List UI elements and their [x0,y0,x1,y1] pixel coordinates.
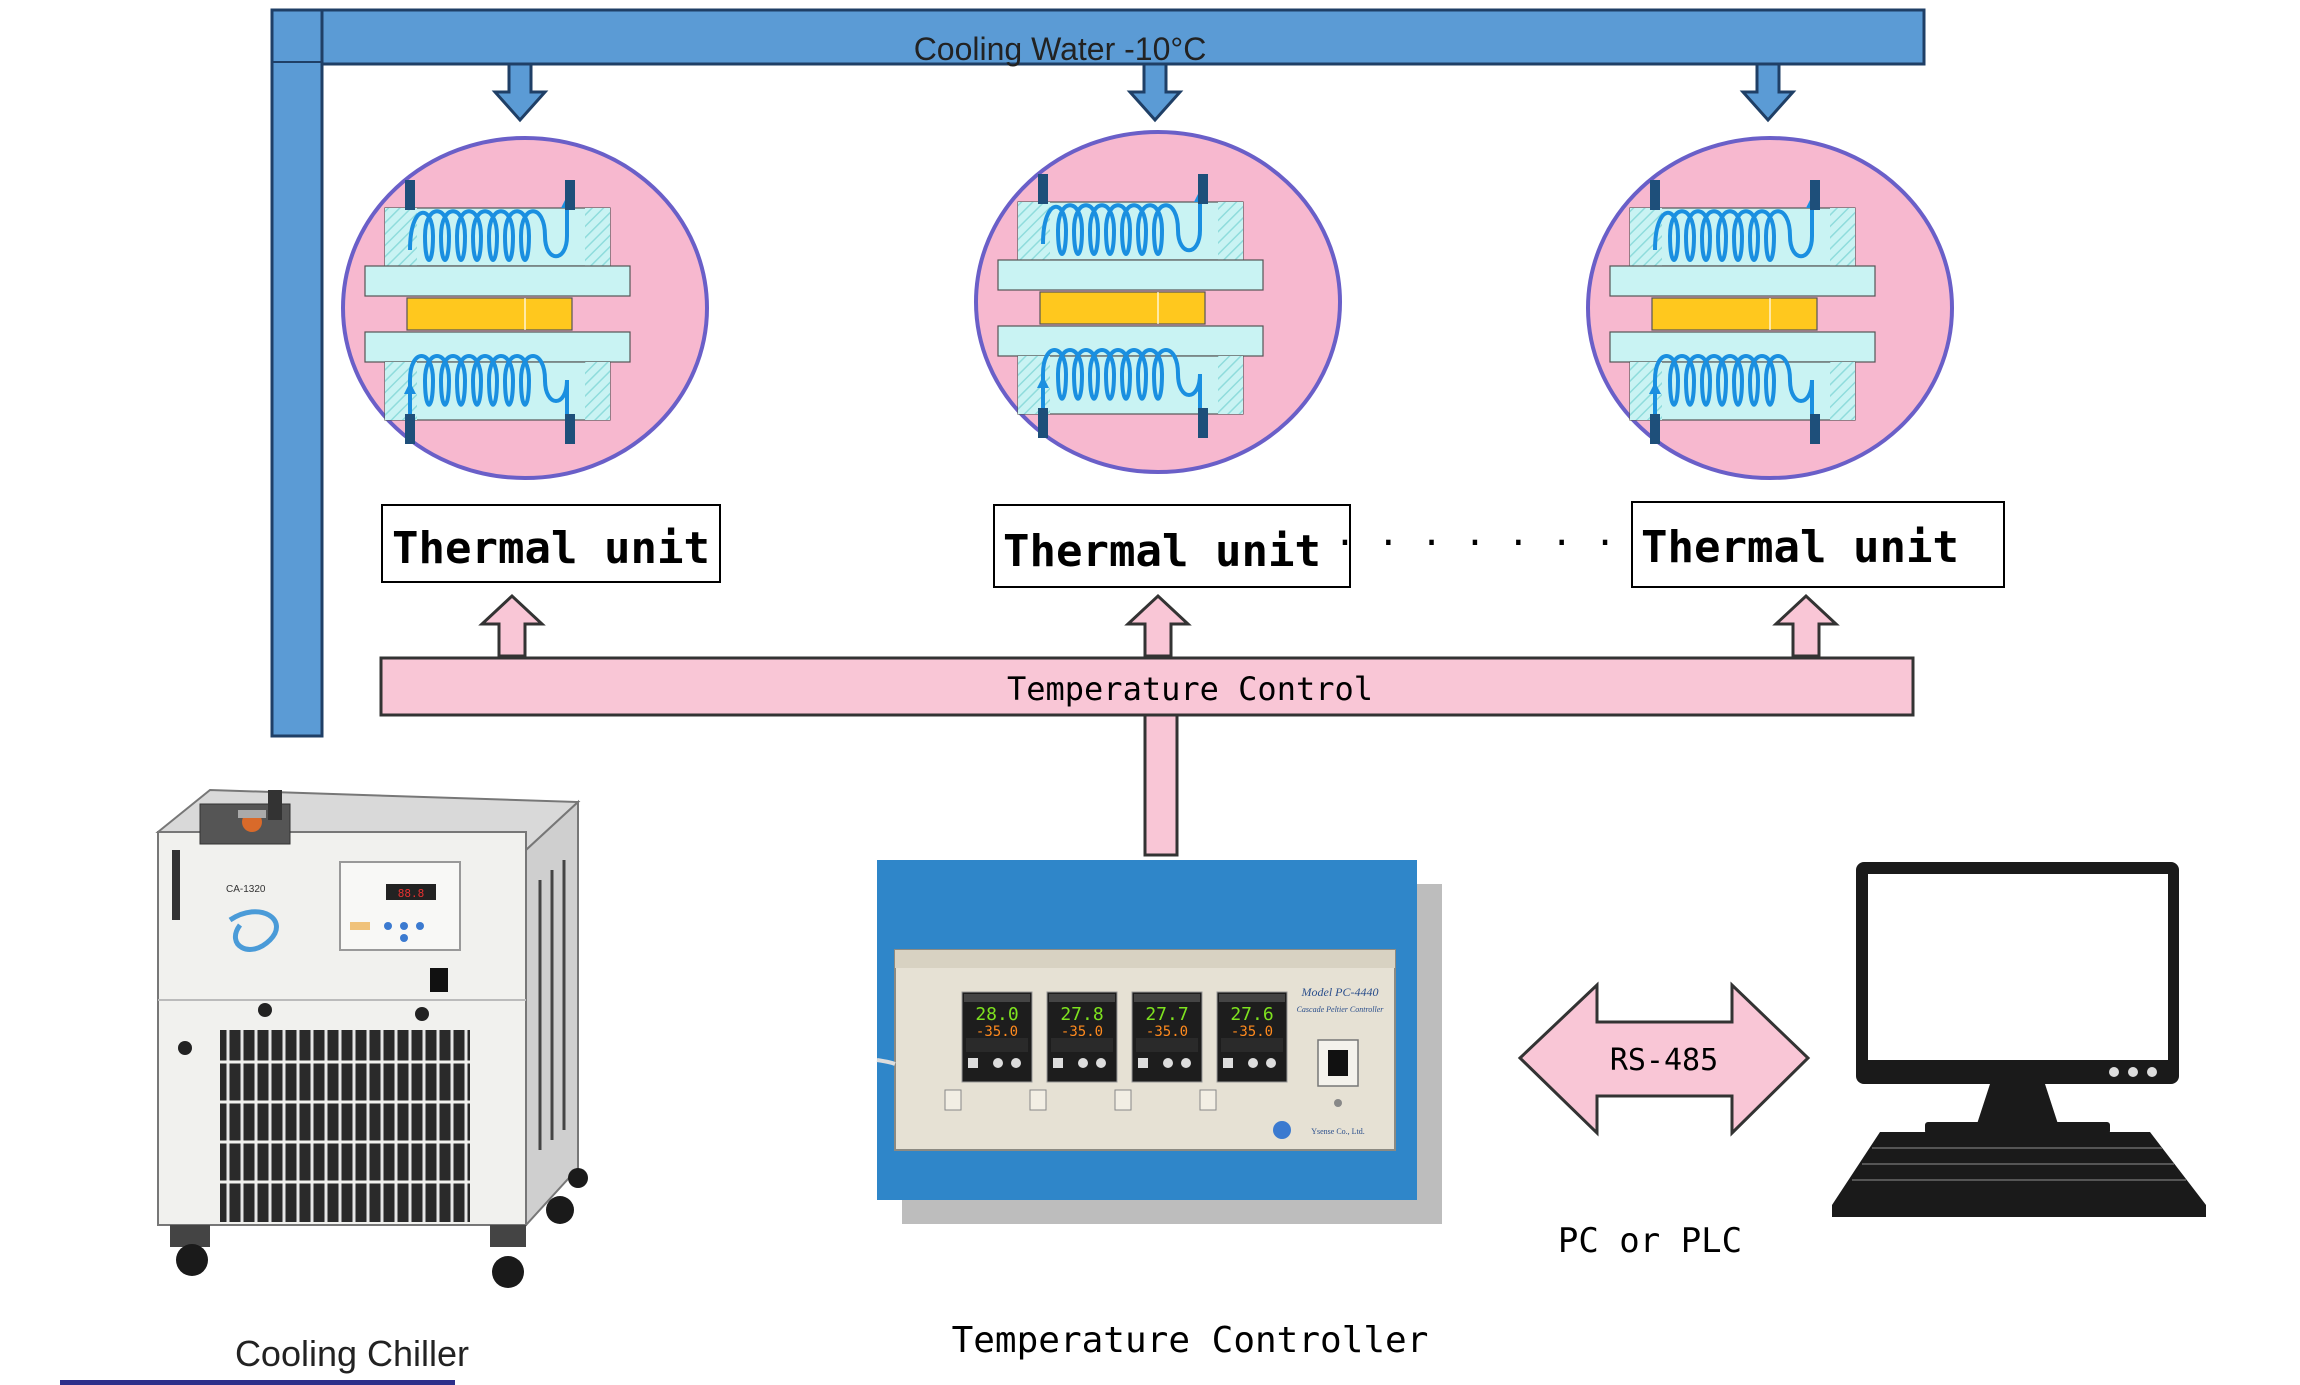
pv-readout-2: 27.8 [1060,1004,1103,1025]
cooling-water-label: Cooling Water -10°C [914,31,1207,67]
thermal-unit-box-2: Thermal unit [993,504,1351,588]
thermal-unit-box-3: Thermal unit [1631,501,2005,588]
water-arrow-1 [493,62,547,122]
temperature-control-bar: Temperature Control [379,656,1915,717]
temperature-control-label: Temperature Control [1007,670,1373,708]
thermal-unit-box-1: Thermal unit [381,504,721,583]
water-arrow-3 [1741,62,1795,122]
pv-readout-3: 27.7 [1145,1004,1188,1025]
cooling-water-pipe [270,8,1926,738]
controller-connector [1143,713,1179,857]
sv-readout-2: -35.0 [1061,1024,1103,1040]
controller-subtitle: Cascade Peltier Controller [1297,1005,1385,1014]
sv-readout-1: -35.0 [976,1024,1018,1040]
pc-label: PC or PLC [1558,1221,1742,1261]
sv-readout-3: -35.0 [1146,1024,1188,1040]
pv-readout-4: 27.6 [1230,1004,1273,1025]
sv-readout-4: -35.0 [1231,1024,1273,1040]
chiller-model-label: CA-1320 [226,884,266,895]
control-arrow-3 [1774,594,1838,658]
controller-maker: Ysense Co., Ltd. [1311,1127,1365,1136]
temperature-controller-label: Temperature Controller [952,1320,1429,1361]
chiller-underline [60,1380,455,1385]
rs485-label: RS-485 [1610,1043,1718,1078]
pc-image [1832,862,2206,1217]
cooling-chiller-label: Cooling Chiller [235,1333,469,1374]
controller-model-label: Model PC-4440 [1301,985,1379,999]
rs485-arrow: RS-485 [1517,981,1811,1137]
cooling-chiller-image: 88.8 CA-1320 [155,788,588,1288]
temperature-controller-image: 28.0 27.8 27.7 27.6 -35.0 -35.0 -35.0 -3… [876,860,1442,1224]
control-arrow-1 [480,594,544,658]
ellipsis-dots: · · · · · · · [1334,523,1616,564]
thermal-unit-label-3: Thermal unit [1641,522,1959,573]
thermal-unit-graphic-2 [974,130,1342,474]
control-arrow-2 [1126,594,1190,658]
water-arrow-2 [1128,62,1182,122]
thermal-unit-graphic-3 [1586,136,1954,480]
thermal-unit-label-1: Thermal unit [392,523,710,574]
pv-readout-1: 28.0 [975,1004,1018,1025]
thermal-unit-graphic-1 [341,136,709,480]
thermal-unit-label-2: Thermal unit [1003,526,1321,577]
svg-text:88.8: 88.8 [398,887,425,900]
